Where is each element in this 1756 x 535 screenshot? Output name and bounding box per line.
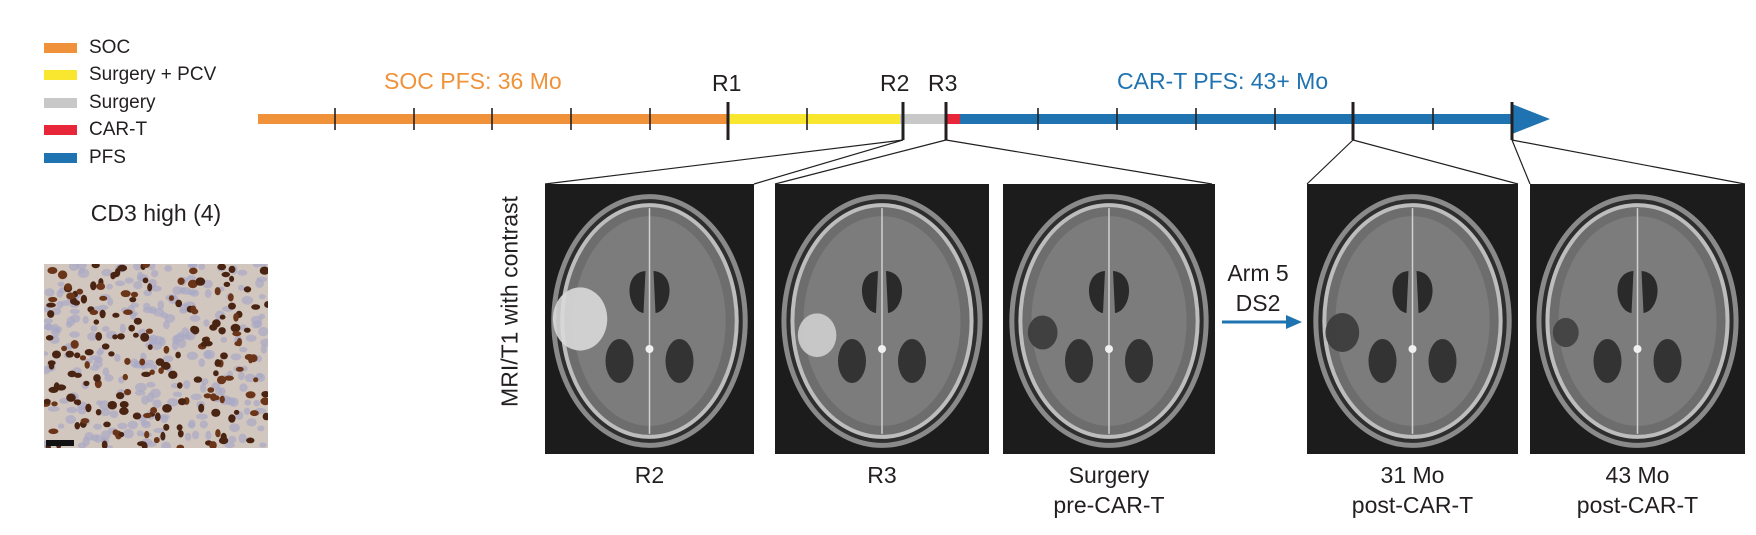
scan-label-31-mo: 31 Mo post-CAR-T: [1307, 460, 1518, 520]
cart-pfs-label: CAR-T PFS: 43+ Mo: [1117, 68, 1329, 94]
legend-swatch-pfs: [44, 153, 77, 163]
mri-scan-31-mo: [1307, 184, 1518, 454]
brain-mri-image: [545, 184, 754, 454]
legend-label: PFS: [89, 147, 126, 168]
legend-swatch-surgery-pcv: [44, 70, 77, 80]
legend-item-soc: SOC: [44, 36, 130, 60]
brain-mri-image: [1530, 184, 1745, 454]
brain-mri-image: [1307, 184, 1518, 454]
treatment-label-line: Arm 5: [1227, 260, 1289, 286]
mri-scan-r3: [775, 184, 989, 454]
timeline-segment-surgery: [900, 114, 946, 124]
timeline-segment-pfs: [960, 114, 1514, 124]
timeline-segment-soc: [258, 114, 728, 124]
scan-label-line: R3: [867, 462, 897, 488]
scan-label-line: R2: [634, 462, 665, 488]
marker-r2: R2: [880, 70, 910, 96]
scan-label-surgery: Surgery pre-CAR-T: [1003, 460, 1215, 520]
scan-label-line: 31 Mo: [1380, 462, 1445, 488]
marker-r1: R1: [712, 70, 742, 96]
timeline-minor-ticks: [334, 108, 1434, 130]
legend-item-car-t: CAR-T: [44, 118, 147, 142]
mri-scan-43-mo: [1530, 184, 1745, 454]
treatment-label-line: DS2: [1235, 290, 1281, 316]
legend-item-surgery: Surgery: [44, 91, 156, 115]
timeline-major-ticks: [726, 102, 1514, 140]
scale-bar: [46, 440, 74, 446]
mri-scan-surgery-pre-car-t: [1003, 184, 1215, 454]
ihc-title: CD3 high (4): [90, 200, 222, 226]
timeline-arrowhead: [1512, 104, 1550, 134]
scan-label-r3: R3: [775, 460, 989, 490]
brain-mri-image: [1003, 184, 1215, 454]
legend-label: Surgery + PCV: [89, 64, 217, 85]
ihc-image: [44, 264, 268, 448]
timeline-segment-surgery-pcv: [728, 114, 900, 124]
mri-scan-r2: [545, 184, 754, 454]
brain-mri-image: [775, 184, 989, 454]
scan-label-line: pre-CAR-T: [1053, 492, 1165, 518]
mri-axis-label: MRI/T1 with contrast: [496, 196, 523, 407]
soc-pfs-label: SOC PFS: 36 Mo: [384, 68, 562, 94]
legend-item-surgery-pcv: Surgery + PCV: [44, 63, 216, 87]
marker-r3: R3: [928, 70, 958, 96]
connector-lines: [544, 139, 1746, 185]
ihc-stain-image: [44, 264, 268, 448]
timeline-segment-car-t: [946, 114, 960, 124]
legend-label: Surgery: [89, 92, 156, 113]
scan-label-line: Surgery: [1068, 462, 1150, 488]
scan-label-r2: R2: [545, 460, 754, 490]
treatment-arrowhead: [1286, 315, 1302, 329]
treatment-label: Arm 5 DS2: [1218, 258, 1298, 318]
legend-swatch-surgery: [44, 98, 77, 108]
legend-swatch-car-t: [44, 125, 77, 135]
legend-item-pfs: PFS: [44, 146, 126, 170]
legend-swatch-soc: [44, 43, 77, 53]
scan-label-line: 43 Mo: [1605, 462, 1670, 488]
legend-label: SOC: [89, 37, 131, 58]
legend-label: CAR-T: [89, 119, 148, 140]
scan-label-line: post-CAR-T: [1351, 492, 1474, 518]
scan-label-line: post-CAR-T: [1576, 492, 1699, 518]
scan-label-43-mo: 43 Mo post-CAR-T: [1530, 460, 1745, 520]
